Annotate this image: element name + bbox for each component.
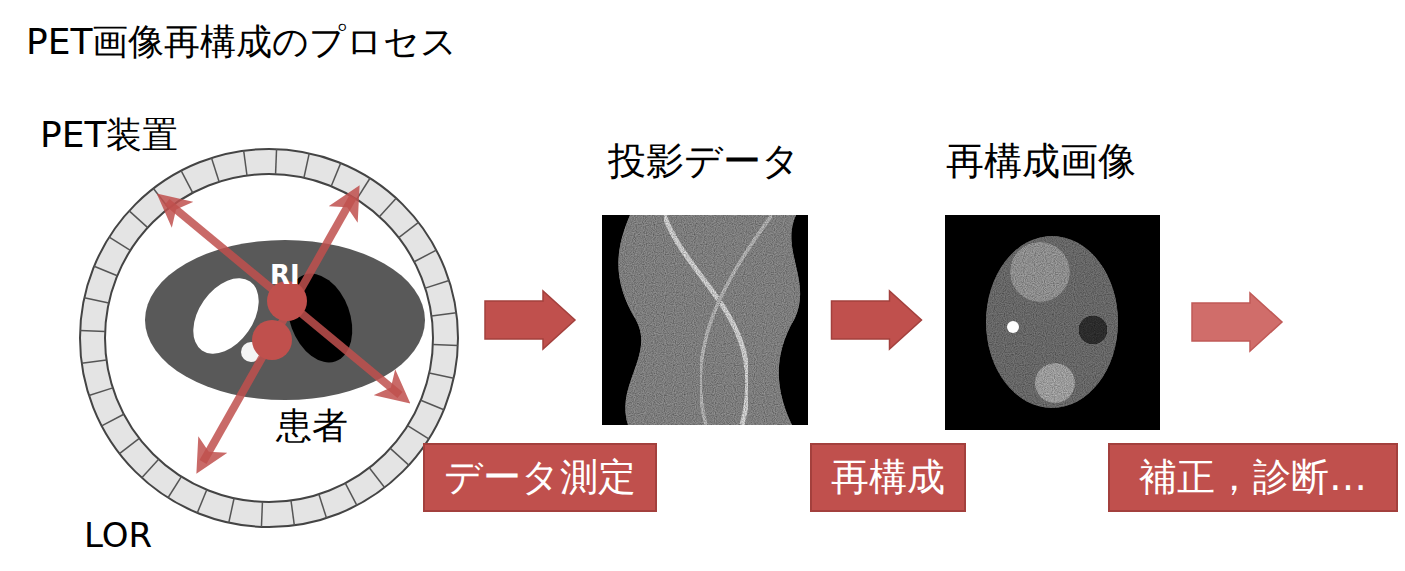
pet-scanner-ring xyxy=(80,149,458,527)
title-wrap: PET画像再構成のプロセス xyxy=(26,20,457,63)
phantom-cold xyxy=(1079,316,1107,344)
detector-divider xyxy=(129,211,147,228)
projection-data: 投影データ xyxy=(602,215,808,425)
process-arrow xyxy=(485,291,575,349)
sinogram-band xyxy=(618,215,800,425)
detector-divider xyxy=(197,490,206,513)
detector-divider xyxy=(80,330,105,332)
detector-divider xyxy=(142,459,159,477)
detector-divider xyxy=(181,171,193,193)
detector-divider xyxy=(84,298,108,303)
node-heading: 投影データ xyxy=(608,139,800,185)
step-box: 再構成 xyxy=(810,443,966,512)
detector-divider xyxy=(425,281,449,289)
detector-divider xyxy=(229,498,234,522)
detector-divider xyxy=(331,163,340,186)
detector-divider xyxy=(119,438,139,453)
detector-segments xyxy=(80,149,458,527)
detector-divider xyxy=(421,400,444,409)
detector-divider xyxy=(275,149,277,174)
next-step-arrow xyxy=(1192,293,1282,351)
ri-source xyxy=(252,320,292,360)
lor-line xyxy=(203,197,353,462)
detector-divider xyxy=(82,360,107,363)
step-label: 補正，診断… xyxy=(1139,455,1367,501)
ring-inner xyxy=(105,174,433,502)
ri-label: RI xyxy=(270,260,300,291)
reconstructed-image xyxy=(945,215,1160,430)
reconstructed-image: 再構成画像 xyxy=(945,215,1160,430)
detector-divider xyxy=(345,483,357,505)
node-heading: 再構成画像 xyxy=(946,139,1136,185)
detector-divider xyxy=(212,158,220,182)
label-wrap: RI xyxy=(270,260,300,291)
detector-divider xyxy=(429,373,453,378)
detector-divider xyxy=(408,426,429,439)
sinogram-image xyxy=(602,215,808,425)
detector-divider xyxy=(94,266,117,275)
phantom-body xyxy=(986,236,1118,408)
image-ground xyxy=(602,215,808,425)
label-wrap: LOR xyxy=(84,515,152,556)
phantom-hot xyxy=(1010,242,1070,302)
detector-divider xyxy=(369,468,384,488)
step-label: 再構成 xyxy=(831,455,945,501)
diagram-title: PET画像再構成のプロセス xyxy=(26,20,457,63)
detector-band xyxy=(93,162,446,515)
ring-outer xyxy=(80,149,458,527)
detector-divider xyxy=(304,153,309,177)
detector-divider xyxy=(261,502,263,527)
detector-divider xyxy=(414,250,436,262)
sinogram-curve xyxy=(664,215,748,425)
node-heading: PET装置 xyxy=(38,113,180,156)
detector-divider xyxy=(390,448,408,465)
detector-divider xyxy=(357,178,370,199)
detector-divider xyxy=(109,237,130,250)
detector-divider xyxy=(379,198,396,216)
patient-label: 患者 xyxy=(276,404,348,447)
detector-divider xyxy=(291,501,294,526)
detector-divider xyxy=(244,151,247,176)
detector-divider xyxy=(399,222,419,237)
step-label: データ測定 xyxy=(444,455,636,501)
detector-divider xyxy=(102,414,124,426)
lor-line xyxy=(167,202,400,395)
detector-divider xyxy=(433,344,458,346)
detector-divider xyxy=(432,313,457,316)
detector-divider xyxy=(168,477,181,498)
detector-divider xyxy=(319,494,327,518)
step-box: 補正，診断… xyxy=(1108,443,1398,512)
lor-label: LOR xyxy=(84,515,152,556)
detector-divider xyxy=(89,388,113,396)
sinogram-curve xyxy=(700,215,772,425)
step-box: データ測定 xyxy=(423,443,657,512)
phantom-warm xyxy=(1035,363,1075,403)
phantom-dot xyxy=(1007,321,1019,333)
pet-scanner: PET装置 xyxy=(80,149,458,527)
process-arrow xyxy=(832,291,922,349)
image-ground xyxy=(945,215,1160,430)
label-wrap: 患者 xyxy=(276,404,348,447)
